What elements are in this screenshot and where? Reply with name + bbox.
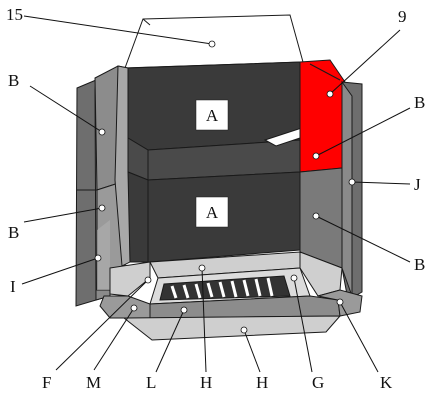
label-h-left: H <box>200 373 212 392</box>
leader-dots <box>94 40 356 334</box>
label-m: M <box>86 373 101 392</box>
label-b-top-right: B <box>414 93 425 112</box>
label-a-upper-text: A <box>206 106 219 125</box>
label-box-a-lower: A <box>195 196 229 228</box>
red-side-panel-9 <box>299 59 346 173</box>
label-k: K <box>380 373 393 392</box>
label-f: F <box>42 373 51 392</box>
label-b-mid-right: B <box>414 255 425 274</box>
label-h-right: H <box>256 373 268 392</box>
part-labels: 15 9 B B J B B I F M L H H G K <box>6 5 425 392</box>
label-b-mid-left: B <box>8 223 19 242</box>
label-9: 9 <box>398 7 407 26</box>
hearth-floor <box>99 251 363 341</box>
leader-lines <box>21 15 411 373</box>
label-l: L <box>146 373 156 392</box>
label-i: I <box>10 277 16 296</box>
right-outer-side-panel <box>341 80 363 301</box>
label-15: 15 <box>6 5 23 24</box>
label-box-a-upper: A <box>195 99 229 131</box>
label-j: J <box>414 175 421 194</box>
label-g: G <box>312 373 324 392</box>
label-a-lower-text: A <box>206 203 219 222</box>
label-b-top-left: B <box>8 71 19 90</box>
